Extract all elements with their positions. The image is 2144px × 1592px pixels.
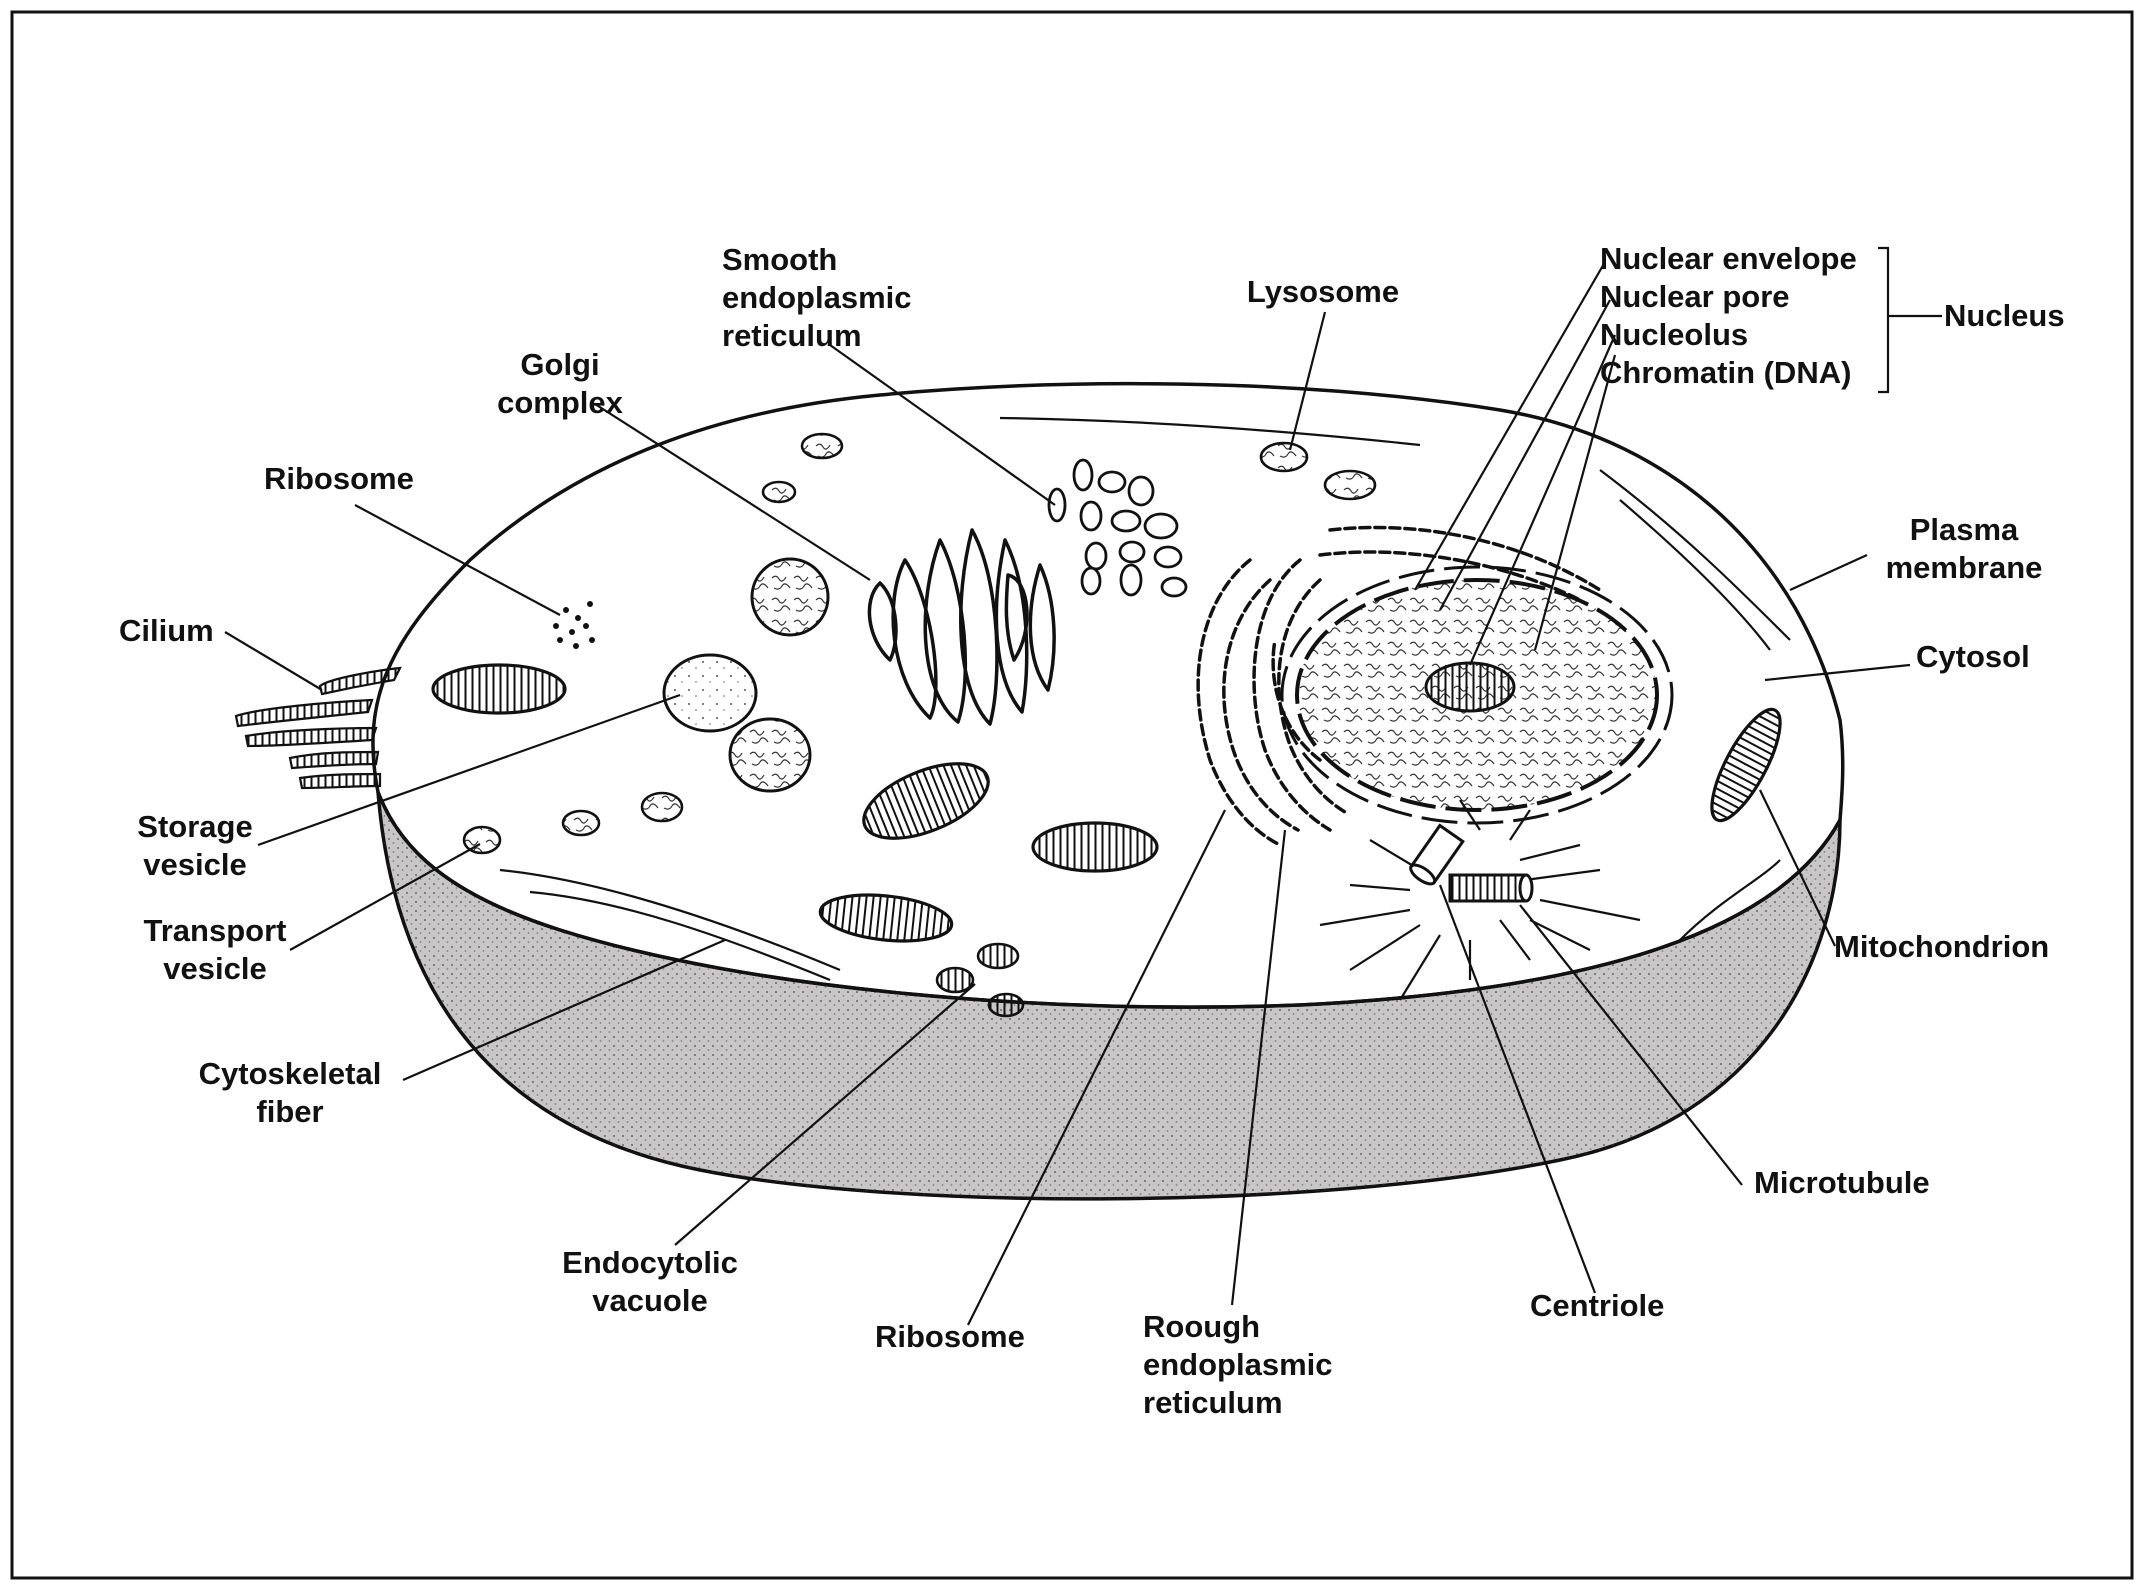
mitochondria: [431, 663, 1782, 943]
label-chromatin: Chromatin (DNA): [1600, 355, 1852, 390]
label-cytoskeletal-fiber: Cytoskeletal fiber: [198, 1056, 382, 1129]
label-lysosome: Lysosome: [1246, 274, 1400, 309]
cilium-group: [234, 666, 402, 790]
ribosome-dots: [553, 601, 595, 649]
rough-er: [1196, 525, 1602, 847]
label-ribosome-top: Ribosome: [264, 461, 414, 496]
small-vesicles: [462, 432, 1377, 1018]
label-cilium: Cilium: [119, 613, 214, 648]
smooth-er: [1047, 458, 1188, 598]
label-rough-er: Roough endoplasmic reticulum: [1143, 1309, 1333, 1420]
label-golgi-complex: Golgi complex: [497, 347, 623, 420]
cytoskeletal-fibers: [499, 416, 1791, 982]
label-ribosome-bottom: Ribosome: [875, 1319, 1025, 1354]
label-microtubule: Microtubule: [1754, 1165, 1930, 1200]
label-nucleus: Nucleus: [1944, 298, 2065, 333]
leader-lines: [224, 246, 1942, 1326]
storage-vesicles: [662, 557, 830, 793]
golgi-complex: [867, 528, 1056, 726]
label-nuclear-envelope: Nuclear envelope: [1600, 241, 1857, 276]
label-cytosol: Cytosol: [1916, 639, 2030, 674]
label-nucleolus: Nucleolus: [1600, 317, 1749, 352]
label-plasma-membrane: Plasma membrane: [1885, 512, 2043, 585]
cell-top-surface: [371, 381, 1845, 1009]
label-storage-vesicle: Storage vesicle: [137, 809, 253, 882]
nucleolus-shape: [1424, 661, 1516, 713]
centrioles: [1319, 799, 1641, 1001]
label-nuclear-pore: Nuclear pore: [1600, 279, 1790, 314]
label-centriole: Centriole: [1530, 1288, 1665, 1323]
cell-side-shade: [378, 792, 1840, 1199]
label-mitochondrion: Mitochondrion: [1834, 929, 2050, 964]
label-endocytolic-vacuole: Endocytolic vacuole: [562, 1245, 738, 1318]
label-smooth-er: Smooth endoplasmic reticulum: [722, 242, 912, 353]
label-transport-vesicle: Transport vesicle: [143, 913, 287, 986]
nucleus: [1280, 565, 1674, 825]
page-frame: [10, 10, 2134, 1580]
